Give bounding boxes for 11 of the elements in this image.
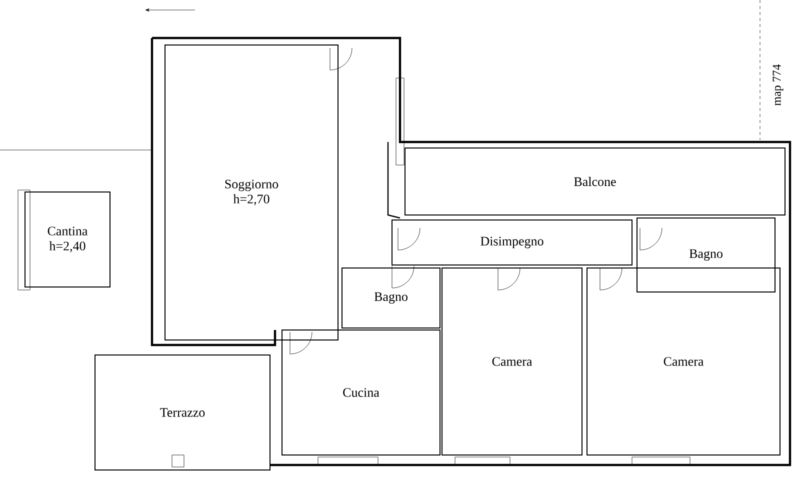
room: Cucina [282,330,440,456]
plot-label: map 774 [772,64,784,106]
room: Cantina h=2,40 [24,192,110,288]
room: Bagno [342,268,440,328]
room: Disimpegno [392,220,632,266]
room: Soggiorno h=2,70 [164,44,338,340]
room: Balcone [404,148,786,216]
room: Bagno [636,218,776,292]
room: Camera [586,268,780,456]
room: Camera [442,268,582,456]
room: Terrazzo [94,354,270,470]
